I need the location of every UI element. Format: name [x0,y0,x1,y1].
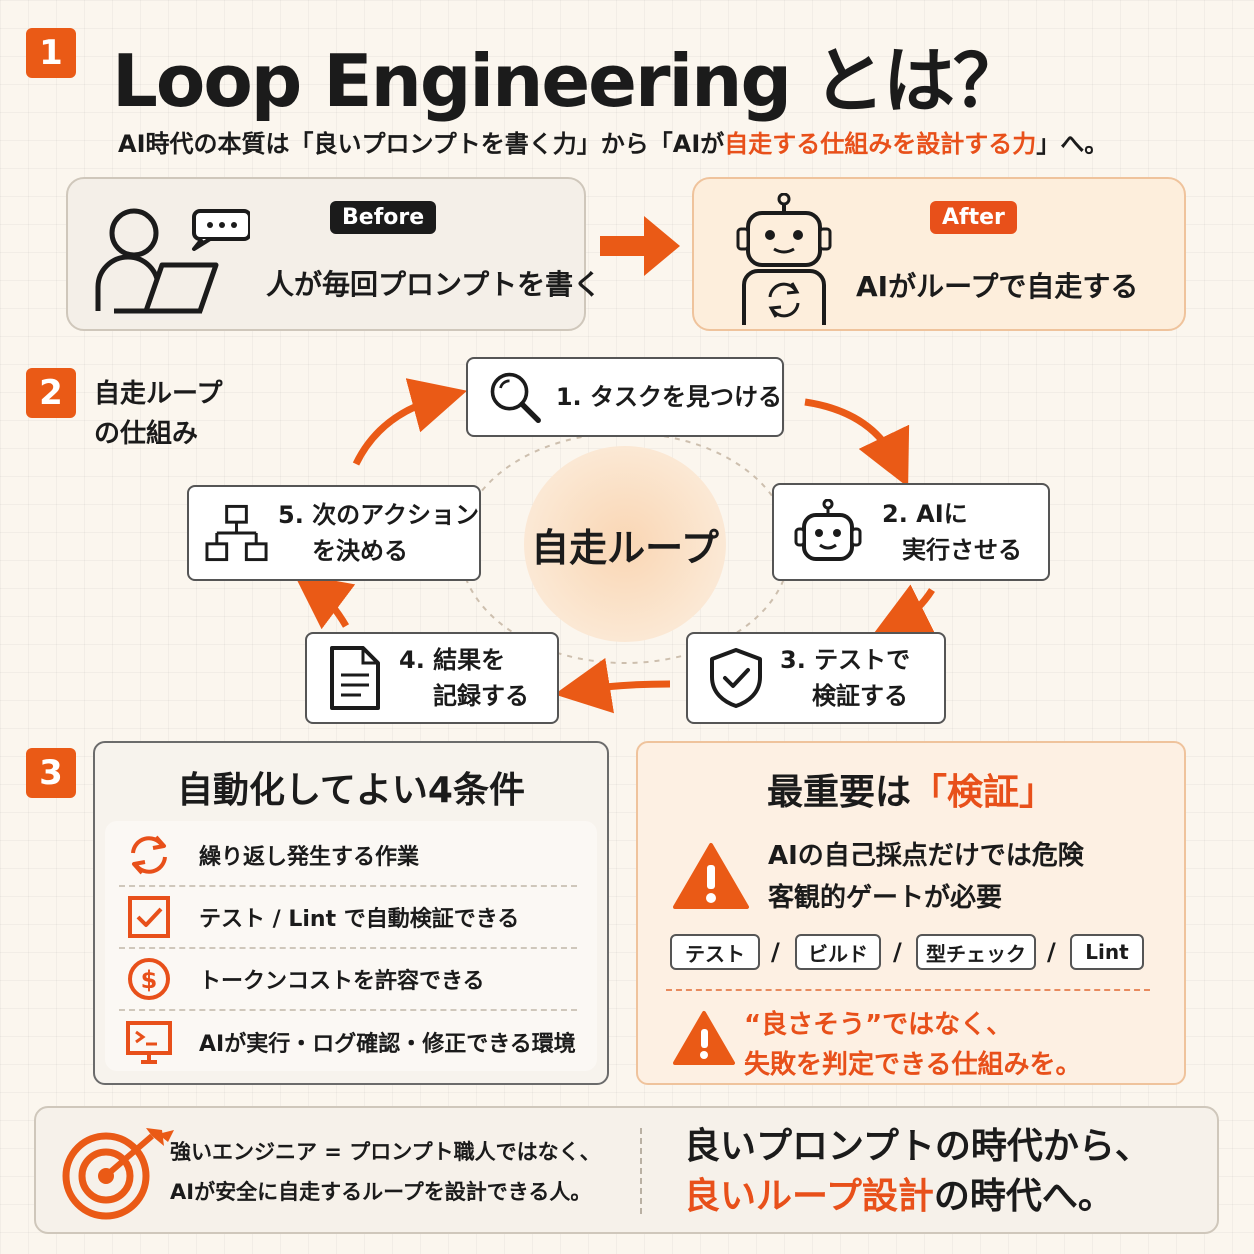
magnifier-icon [490,372,541,424]
step-3-line1: 3. テストで [780,646,911,674]
condition-item: AIが実行・ログ確認・修正できる環境 [119,1011,577,1073]
page-subtitle: AI時代の本質は「良いプロンプトを書く力」から「AIが自走する仕組みを設計する力… [118,124,1108,159]
loop-step-3: 3. テストで 検証する [686,632,946,724]
gate-tag-test: テスト [670,934,760,970]
loop-step-4: 4. 結果を 記録する [305,632,559,724]
note-line1: “良さそう”ではなく、 [744,1010,1013,1040]
checkbox-icon [128,896,170,938]
step-3-line2: 検証する [812,682,908,710]
condition-text: AIが実行・ログ確認・修正できる環境 [199,1032,576,1057]
condition-text: テスト / Lint で自動検証できる [199,907,520,932]
robot-cycle-icon [736,193,832,325]
verify-note: “良さそう”ではなく、 失敗を判定できる仕組みを。 [744,1005,1081,1085]
svg-text:$: $ [141,966,158,994]
step-4-label: 4. 結果を 記録する [399,642,529,714]
loop-center: 自走ループ [524,446,726,642]
cycle-icon [131,835,167,875]
condition-text: 繰り返し発生する作業 [199,845,420,870]
warning-line2: 客観的ゲートが必要 [768,883,1003,913]
step-4-line2: 記録する [433,682,529,710]
dollar-icon: $ [128,958,170,1000]
step-1-label: 1. タスクを見つける [555,383,782,411]
condition-item: テスト / Lint で自動検証できる [119,887,577,949]
step-5-line1: 5. 次のアクション [278,501,479,529]
warning-line1: AIの自己採点だけでは危険 [768,841,1084,871]
footer-left-text: 強いエンジニア = プロンプト職人ではなく、 AIが安全に自走するループを設計で… [170,1132,601,1212]
section-3-badge: 3 [26,748,76,798]
subtitle-post: 」へ。 [1036,130,1109,158]
loop-step-1: 1. タスクを見つける [466,357,784,437]
verify-warning: AIの自己採点だけでは危険 客観的ゲートが必要 [768,835,1084,919]
verify-panel: 最重要は「検証」 AIの自己採点だけでは危険 客観的ゲートが必要 “良さそう”で… [636,741,1186,1085]
arrow-step4-to-step5 [293,573,356,630]
step-2-label: 2. AIに 実行させる [882,496,1022,568]
arrow-step5-to-step1 [352,378,468,466]
condition-item: $ トークンコストを許容できる [119,949,577,1011]
verify-title: 最重要は「検証」 [638,763,1184,815]
footer-right-line1: 良いプロンプトの時代から、 [684,1126,1151,1167]
footer-left-line1: 強いエンジニア = プロンプト職人ではなく、 [170,1140,601,1164]
conditions-title: 自動化してよい4条件 [177,770,525,811]
note-line2: 失敗を判定できる仕組みを。 [744,1050,1082,1080]
robot-icon [794,499,862,561]
subtitle-accent: 自走する仕組みを設計する力 [724,130,1037,158]
condition-item: 繰り返し発生する作業 [119,825,577,887]
after-tag: After [930,201,1017,234]
step-5-label: 5. 次のアクション を決める [278,497,479,569]
before-card: Before 人が毎回プロンプトを書く [66,177,601,331]
gate-tag-build: ビルド [795,934,881,970]
loop-step-2: 2. AIに 実行させる [772,483,1050,581]
footer-left-line2: AIが安全に自走するループを設計できる人。 [170,1180,592,1204]
verify-title-accent: 「検証」 [911,772,1056,813]
loop-label-line1: 自走ループ [94,379,223,409]
subtitle-pre: AI時代の本質は「良いプロンプトを書く力」から「AIが [118,130,725,158]
shield-check-icon [710,648,762,708]
footer-right-text: 良いプロンプトの時代から、 良いループ設計の時代へ。 [684,1122,1151,1222]
document-icon [330,646,380,710]
verify-divider [666,989,1150,991]
tag-separator: / [1047,938,1056,966]
step-3-label: 3. テストで 検証する [780,642,910,714]
step-4-line1: 4. 結果を [399,646,506,674]
loop-label-line2: の仕組み [94,419,199,449]
loop-center-label: 自走ループ [531,525,719,570]
condition-text: トークンコストを許容できる [199,969,485,994]
footer-right-accent: 良いループ設計 [684,1176,934,1217]
section-2-badge: 2 [26,368,76,418]
arrow-step2-to-step3 [872,584,936,635]
step-2-line2: 実行させる [902,536,1022,564]
gate-tag-lint: Lint [1070,934,1144,970]
section-1-badge: 1 [26,28,76,78]
page-title: Loop Engineering とは？ [112,39,1025,123]
person-laptop-icon [95,208,250,314]
conditions-panel: 自動化してよい4条件 繰り返し発生する作業 テスト / Lint で自動検証でき [93,741,609,1085]
warning-icon [673,843,749,909]
before-text: 人が毎回プロンプトを書く [266,268,602,301]
conditions-list: 繰り返し発生する作業 テスト / Lint で自動検証できる $ トークンコスト… [105,821,597,1071]
before-after-arrow-icon [600,216,680,276]
target-icon [62,1128,174,1220]
footer-right-post: の時代へ。 [933,1176,1114,1217]
verify-title-pre: 最重要は [766,772,911,813]
loop-section-label: 自走ループ の仕組み [94,374,222,454]
tag-separator: / [893,938,902,966]
after-text: AIがループで自走する [856,270,1139,303]
arrow-step3-to-step4 [554,657,671,714]
terminal-icon [126,1021,172,1064]
footer-divider [640,1128,642,1214]
before-tag: Before [330,201,437,234]
step-2-line1: 2. AIに [882,500,968,528]
after-card: After AIがループで自走する [692,177,1186,331]
flowchart-icon [205,504,268,562]
tag-separator: / [771,938,780,966]
step-5-line2: を決める [312,537,409,565]
loop-arrows [293,378,936,714]
gate-tag-typecheck: 型チェック [916,934,1036,970]
warning-icon [673,1011,735,1065]
arrow-step1-to-step2 [804,398,910,488]
loop-step-5: 5. 次のアクション を決める [187,485,481,581]
footer-card: 強いエンジニア = プロンプト職人ではなく、 AIが安全に自走するループを設計で… [34,1106,1219,1234]
